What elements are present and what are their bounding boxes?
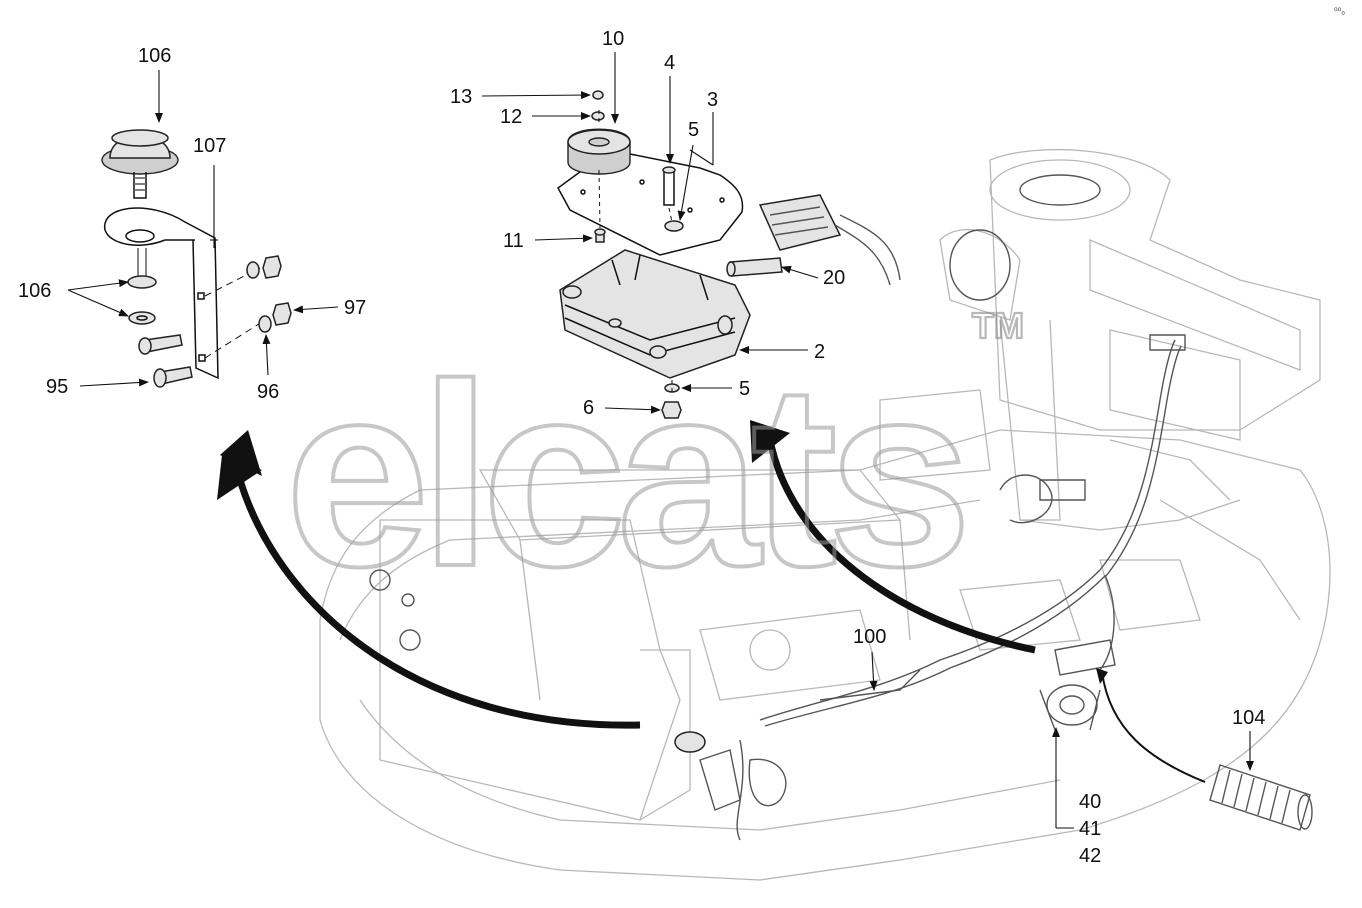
callout-4: 4 bbox=[664, 52, 675, 74]
callout-5-bottom: 5 bbox=[739, 378, 750, 400]
callout-42: 42 bbox=[1079, 845, 1101, 867]
callout-40: 40 bbox=[1079, 791, 1101, 813]
callout-97: 97 bbox=[344, 297, 366, 319]
callout-11: 11 bbox=[503, 230, 524, 252]
horn-assembly bbox=[101, 129, 292, 388]
right-curved-arrow bbox=[750, 420, 1036, 654]
callout-106-horn: 106 bbox=[138, 45, 171, 67]
ecu-connector bbox=[758, 194, 901, 286]
callout-5-top: 5 bbox=[688, 119, 699, 141]
callout-2: 2 bbox=[814, 341, 825, 363]
callout-10: 10 bbox=[602, 28, 624, 50]
callout-106-washers: 106 bbox=[18, 280, 51, 302]
callout-104: 104 bbox=[1232, 707, 1265, 729]
callout-13: 13 bbox=[450, 86, 472, 108]
corner-mark: ⁰⁰₀ bbox=[1334, 6, 1345, 16]
machine-frame-drawing bbox=[319, 148, 1331, 881]
leader-lines bbox=[67, 52, 1254, 829]
watermark-tm: TM bbox=[972, 305, 1024, 346]
watermark: elcats TM bbox=[283, 304, 1025, 623]
callout-20: 20 bbox=[823, 267, 845, 289]
callout-3: 3 bbox=[707, 89, 718, 111]
watermark-text: elcats bbox=[285, 331, 962, 621]
callout-12: 12 bbox=[500, 106, 522, 128]
ecu-assembly bbox=[557, 90, 783, 419]
callout-6: 6 bbox=[583, 397, 594, 419]
callout-41: 41 bbox=[1079, 818, 1101, 840]
callout-107: 107 bbox=[193, 135, 226, 157]
callout-100: 100 bbox=[853, 626, 886, 648]
hose-104 bbox=[1209, 764, 1313, 831]
callout-96: 96 bbox=[257, 381, 279, 403]
callout-labels: 106 107 106 97 95 96 10 13 12 4 3 5 11 2… bbox=[18, 28, 1265, 867]
left-curved-arrow bbox=[217, 430, 641, 729]
callout-95: 95 bbox=[46, 376, 68, 398]
